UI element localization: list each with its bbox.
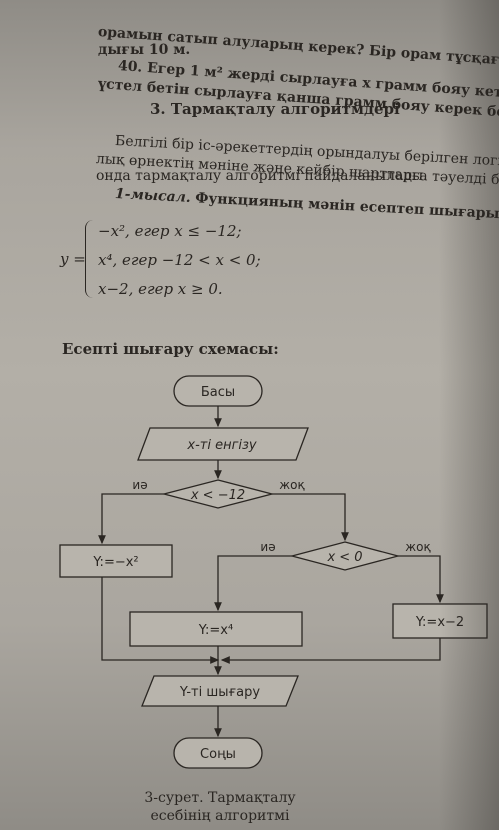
cond2-yes-label: иә — [260, 540, 275, 554]
connector-left-merge — [101, 577, 220, 664]
figure-caption-line-1: 3-сурет. Тармақталу — [144, 790, 296, 806]
formula-case-1: −x², егер x ≤ −12; — [98, 222, 242, 240]
figure-caption-line-2: есебінің алгоритмі — [150, 808, 290, 824]
process-box-middle — [129, 611, 303, 647]
cond1-no-label: жоқ — [279, 478, 305, 492]
process-box-left — [59, 544, 173, 578]
exercise-text-line-2: дығы 10 м. — [98, 42, 191, 58]
formula-case-2: x⁴, егер −12 < x < 0; — [98, 251, 261, 269]
connector-cond1-no — [272, 493, 349, 542]
section-title: 3. Тармақталу алгоритмдері — [150, 100, 400, 118]
decision-1 — [161, 479, 275, 509]
input-block — [137, 427, 309, 461]
connector-cond2-yes — [214, 555, 292, 612]
cond1-label: x < −12 — [190, 488, 245, 503]
connector-cond1-yes — [98, 493, 164, 545]
connector-right-merge — [220, 638, 441, 664]
end-label: Соңы — [200, 747, 236, 762]
output-block — [141, 675, 299, 707]
decision-2 — [289, 541, 401, 571]
formula-brace — [85, 220, 94, 298]
input-label: x-ті енгізу — [186, 438, 257, 453]
paragraph-line-3: онда тармақталу алгоритмі пайдаланылады. — [96, 168, 428, 184]
start-label: Басы — [201, 385, 235, 400]
box-left-label: Y:=−x² — [92, 555, 138, 570]
output-label: Y-ті шығару — [179, 685, 260, 700]
end-terminal — [173, 737, 263, 769]
connector-cond2-no — [398, 555, 444, 604]
process-box-right — [392, 603, 488, 639]
cond2-no-label: жоқ — [405, 540, 431, 554]
formula-case-3: x−2, егер x ≥ 0. — [98, 280, 223, 298]
box-right-label: Y:=x−2 — [415, 615, 464, 630]
cond2-label: x < 0 — [326, 550, 362, 565]
scheme-title: Есепті шығару схемасы: — [62, 340, 279, 358]
cond1-yes-label: иә — [132, 478, 147, 492]
box-middle-label: Y:=x⁴ — [198, 623, 233, 638]
formula-lhs: y = — [60, 250, 86, 268]
